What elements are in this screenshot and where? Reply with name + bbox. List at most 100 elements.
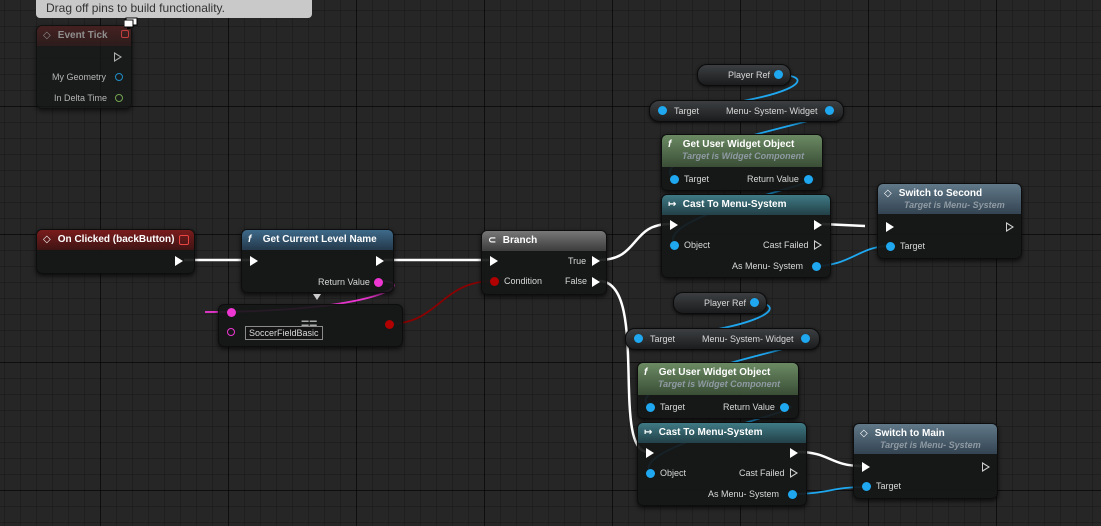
cast-failed-pin[interactable] bbox=[814, 240, 822, 250]
widget-pin[interactable] bbox=[825, 106, 834, 115]
cast-failed-pin[interactable] bbox=[790, 468, 798, 478]
branch-title: Branch bbox=[502, 235, 538, 246]
bool-out-pin[interactable] bbox=[385, 320, 394, 329]
monitor-icon bbox=[124, 17, 138, 29]
cast-header: ↦ Cast To Menu-System bbox=[662, 195, 830, 215]
object-pin[interactable] bbox=[670, 241, 679, 250]
pin-label-delta-time: In Delta Time bbox=[54, 93, 108, 103]
bool-wire bbox=[387, 280, 495, 325]
exec-in-pin[interactable] bbox=[490, 256, 498, 266]
target-label: Target bbox=[660, 402, 686, 412]
return-value-label: Return Value bbox=[723, 402, 775, 412]
target-label: Target bbox=[674, 106, 700, 116]
exec-in-pin[interactable] bbox=[862, 462, 870, 472]
object-label: Object bbox=[660, 468, 687, 478]
event-tick-node[interactable]: ◇ Event Tick My Geometry In Delta Time bbox=[36, 25, 132, 109]
on-clicked-node[interactable]: ◇ On Clicked (backButton) bbox=[36, 229, 195, 274]
get-widget-header: f Get User Widget Object Target is Widge… bbox=[638, 363, 798, 395]
exec-out-pin[interactable] bbox=[1006, 222, 1014, 232]
pin-label-my-geometry: My Geometry bbox=[52, 72, 107, 82]
switch-main-header: ◇ Switch to Main Target is Menu- System bbox=[854, 424, 997, 454]
return-value-pin[interactable] bbox=[780, 403, 789, 412]
cast-header: ↦ Cast To Menu-System bbox=[638, 423, 806, 443]
delegate-icon bbox=[179, 235, 189, 245]
exec-in-pin[interactable] bbox=[646, 448, 654, 458]
switch-main-subtitle: Target is Menu- System bbox=[880, 440, 981, 450]
advanced-arrow-icon[interactable] bbox=[313, 294, 321, 300]
player-ref-getter[interactable]: Player Ref bbox=[673, 292, 767, 314]
exec-in-pin[interactable] bbox=[886, 222, 894, 232]
target-pin[interactable] bbox=[670, 175, 679, 184]
condition-label: Condition bbox=[504, 276, 543, 286]
get-current-level-name-node[interactable]: f Get Current Level Name Return Value bbox=[241, 229, 394, 293]
geometry-pin[interactable] bbox=[115, 73, 123, 81]
widget-pin[interactable] bbox=[801, 334, 810, 343]
get-user-widget-object-node[interactable]: f Get User Widget Object Target is Widge… bbox=[661, 134, 823, 191]
exec-out-pin[interactable] bbox=[790, 448, 798, 458]
delta-time-pin[interactable] bbox=[115, 94, 123, 102]
target-pin[interactable] bbox=[886, 242, 895, 251]
return-value-label: Return Value bbox=[747, 174, 799, 184]
menu-system-widget-getter[interactable]: Target Menu- System- Widget bbox=[649, 100, 844, 122]
cast-to-menu-system-node[interactable]: ↦ Cast To Menu-System Object Cast Failed… bbox=[637, 422, 807, 506]
target-pin[interactable] bbox=[862, 482, 871, 491]
equal-string-node[interactable]: == SoccerFieldBasic bbox=[218, 304, 403, 347]
switch-main-title: Switch to Main bbox=[874, 428, 945, 439]
target-pin[interactable] bbox=[634, 334, 643, 343]
cast-arrow-icon: ↦ bbox=[668, 199, 677, 210]
cast-failed-label: Cast Failed bbox=[739, 468, 785, 478]
string-a-pin[interactable] bbox=[227, 308, 236, 317]
get-user-widget-object-node[interactable]: f Get User Widget Object Target is Widge… bbox=[637, 362, 799, 419]
diamond-icon: ◇ bbox=[884, 188, 892, 199]
exec-out-pin[interactable] bbox=[376, 256, 384, 266]
true-exec-pin[interactable] bbox=[592, 256, 600, 266]
exec-out-pin[interactable] bbox=[814, 220, 822, 230]
get-widget-title: Get User Widget Object bbox=[682, 139, 795, 150]
exec-out-pin[interactable] bbox=[114, 52, 122, 62]
diamond-icon: ◇ bbox=[43, 234, 51, 245]
player-ref-label: Player Ref bbox=[704, 298, 747, 308]
target-pin[interactable] bbox=[658, 106, 667, 115]
branch-node[interactable]: ⊂ Branch Condition True False bbox=[481, 230, 607, 295]
object-pin[interactable] bbox=[646, 469, 655, 478]
on-clicked-header: ◇ On Clicked (backButton) bbox=[37, 230, 194, 250]
return-value-pin[interactable] bbox=[804, 175, 813, 184]
target-label: Target bbox=[684, 174, 710, 184]
as-menu-system-pin[interactable] bbox=[788, 490, 797, 499]
cast-to-menu-system-node[interactable]: ↦ Cast To Menu-System Object Cast Failed… bbox=[661, 194, 831, 278]
switch-to-main-node[interactable]: ◇ Switch to Main Target is Menu- System … bbox=[853, 423, 998, 499]
target-pin[interactable] bbox=[646, 403, 655, 412]
menu-system-widget-getter[interactable]: Target Menu- System- Widget bbox=[625, 328, 820, 350]
get-widget-subtitle: Target is Widget Component bbox=[658, 379, 781, 389]
diamond-icon: ◇ bbox=[43, 30, 51, 41]
as-menu-system-pin[interactable] bbox=[812, 262, 821, 271]
function-f-icon: f bbox=[668, 139, 672, 150]
player-ref-pin[interactable] bbox=[774, 70, 783, 79]
switch-second-title: Switch to Second bbox=[898, 188, 983, 199]
widget-label: Menu- System- Widget bbox=[702, 334, 794, 344]
condition-pin[interactable] bbox=[490, 277, 499, 286]
event-tick-header: ◇ Event Tick bbox=[37, 26, 131, 46]
exec-in-pin[interactable] bbox=[250, 256, 258, 266]
literal-string-input[interactable]: SoccerFieldBasic bbox=[245, 326, 323, 340]
as-menu-system-label: As Menu- System bbox=[732, 261, 804, 271]
player-ref-pin[interactable] bbox=[750, 298, 759, 307]
branch-header: ⊂ Branch bbox=[482, 231, 606, 251]
function-f-icon: f bbox=[644, 367, 648, 378]
exec-out-pin[interactable] bbox=[175, 256, 183, 266]
branch-icon: ⊂ bbox=[488, 235, 497, 246]
return-value-pin[interactable] bbox=[374, 278, 383, 287]
exec-out-pin[interactable] bbox=[982, 462, 990, 472]
cast-title: Cast To Menu-System bbox=[658, 427, 763, 438]
player-ref-getter[interactable]: Player Ref bbox=[697, 64, 791, 86]
diamond-icon: ◇ bbox=[860, 428, 868, 439]
as-menu-system-label: As Menu- System bbox=[708, 489, 780, 499]
false-exec-pin[interactable] bbox=[592, 277, 600, 287]
exec-in-pin[interactable] bbox=[670, 220, 678, 230]
string-b-pin[interactable] bbox=[227, 328, 235, 336]
switch-to-second-node[interactable]: ◇ Switch to Second Target is Menu- Syste… bbox=[877, 183, 1022, 259]
get-widget-title: Get User Widget Object bbox=[658, 367, 771, 378]
tooltip: Drag off pins to build functionality. bbox=[36, 0, 312, 18]
get-widget-subtitle: Target is Widget Component bbox=[682, 151, 805, 161]
cast-failed-label: Cast Failed bbox=[763, 240, 809, 250]
